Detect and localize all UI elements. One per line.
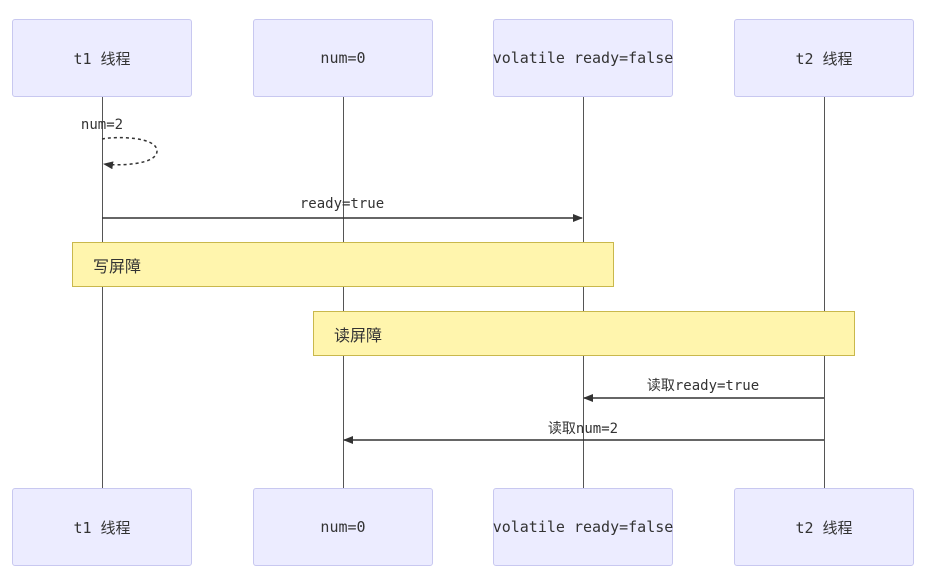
message-label-ready-true: ready=true — [299, 196, 385, 212]
actor-label: t1 线程 — [73, 49, 131, 68]
actor-label: t2 线程 — [795, 518, 853, 537]
actor-num-bottom: num=0 — [253, 488, 433, 566]
note-label: 写屏障 — [93, 256, 142, 276]
actor-t1-bottom: t1 线程 — [12, 488, 192, 566]
actor-ready-bottom: volatile ready=false — [493, 488, 673, 566]
lifeline-t2 — [824, 97, 825, 488]
message-label-num-2: num=2 — [80, 117, 124, 133]
actor-ready-top: volatile ready=false — [493, 19, 673, 97]
self-message-arrow — [101, 136, 158, 170]
actor-t1-top: t1 线程 — [12, 19, 192, 97]
actor-label: num=0 — [320, 518, 366, 536]
actor-t2-top: t2 线程 — [734, 19, 914, 97]
actor-label: volatile ready=false — [492, 49, 674, 67]
note-write-barrier: 写屏障 — [72, 242, 614, 287]
lifeline-t1 — [102, 97, 103, 488]
note-label: 读屏障 — [334, 325, 383, 345]
message-label-read-ready: 读取ready=true — [646, 378, 760, 394]
actor-label: num=0 — [320, 49, 366, 67]
message-label-read-num: 读取num=2 — [547, 421, 619, 437]
note-read-barrier: 读屏障 — [313, 311, 855, 356]
actor-label: t2 线程 — [795, 49, 853, 68]
actor-t2-bottom: t2 线程 — [734, 488, 914, 566]
actor-label: t1 线程 — [73, 518, 131, 537]
lifeline-ready — [583, 97, 584, 488]
actor-label: volatile ready=false — [492, 518, 674, 536]
lifeline-num — [343, 97, 344, 488]
actor-num-top: num=0 — [253, 19, 433, 97]
